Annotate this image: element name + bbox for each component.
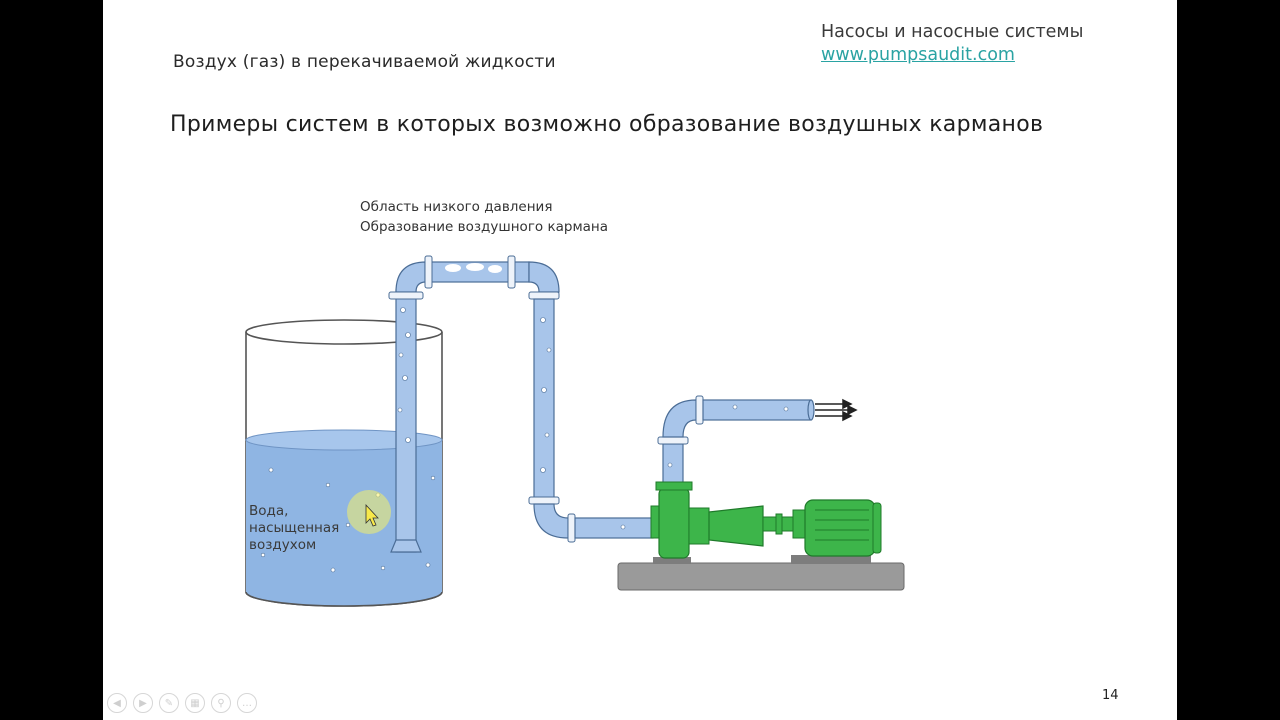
flow-arrows-icon	[815, 398, 858, 422]
water-label: Вода, насыщенная воздухом	[249, 503, 340, 553]
annotation-air-pocket: Образование воздушного кармана	[360, 219, 609, 235]
pump-system-diagram	[245, 255, 905, 607]
pump-base	[617, 562, 905, 591]
page-number: 14	[1102, 688, 1119, 703]
air-bubbles	[260, 307, 789, 573]
slide-subtitle: Воздух (газ) в перекачиваемой жидкости	[173, 52, 556, 72]
slides-icon[interactable]: ▦	[185, 693, 205, 713]
more-icon[interactable]: …	[237, 693, 257, 713]
prev-icon[interactable]: ◀	[107, 693, 127, 713]
top-pipe	[424, 255, 560, 300]
slide: Воздух (газ) в перекачиваемой жидкости Н…	[103, 0, 1177, 720]
brand-name: Насосы и насосные системы	[821, 22, 1084, 42]
brand-link[interactable]: www.pumpsaudit.com	[821, 45, 1015, 65]
motor	[792, 499, 882, 557]
annotation-low-pressure: Область низкого давления	[360, 199, 553, 215]
tank-water	[246, 440, 442, 606]
suction-pipe	[388, 261, 427, 553]
discharge-pipe	[657, 395, 858, 489]
cursor-icon	[365, 503, 379, 527]
zoom-icon[interactable]: ⚲	[211, 693, 231, 713]
next-icon[interactable]: ▶	[133, 693, 153, 713]
slideshow-controls: ◀ ▶ ✎ ▦ ⚲ …	[107, 693, 257, 713]
tank	[245, 319, 443, 607]
pump	[650, 481, 794, 559]
pen-icon[interactable]: ✎	[159, 693, 179, 713]
down-pipe	[528, 298, 654, 543]
slide-heading: Примеры систем в которых возможно образо…	[170, 112, 1044, 137]
